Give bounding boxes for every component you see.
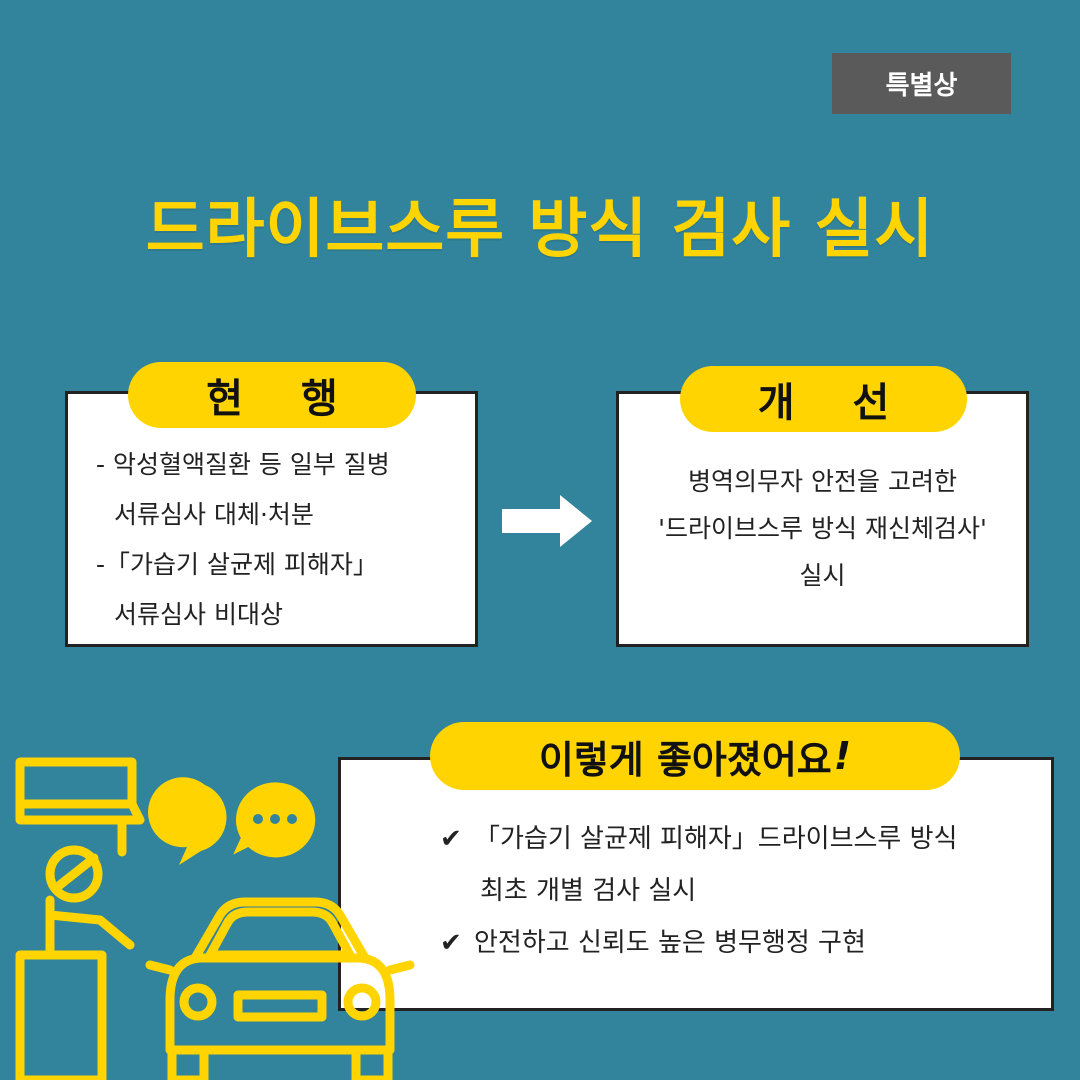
benefit-item-1-line2: 최초 개별 검사 실시 bbox=[480, 876, 697, 906]
current-item-2-line1: -「가습기 살균제 피해자」 bbox=[96, 550, 378, 579]
award-badge: 특별상 bbox=[832, 53, 1011, 114]
improved-line-3: 실시 bbox=[799, 561, 846, 590]
check-icon: ✔ bbox=[440, 928, 462, 958]
drive-thru-booth-icon bbox=[15, 757, 145, 1080]
speech-bubbles-icon bbox=[148, 777, 321, 866]
car-icon bbox=[145, 897, 415, 1080]
current-item-1-line2: 서류심사 대체·처분 bbox=[114, 500, 314, 529]
benefit-item-1-line1: ✔ 「가습기 살균제 피해자」드라이브스루 방식 bbox=[440, 813, 1040, 865]
current-status-label: 현 행 bbox=[128, 362, 416, 428]
improved-line-1: 병역의무자 안전을 고려한 bbox=[688, 467, 957, 496]
benefits-label-text: 이렇게 좋아졌어요 bbox=[538, 737, 832, 782]
current-status-box bbox=[65, 391, 478, 647]
benefits-label: 이렇게 좋아졌어요! bbox=[430, 722, 960, 790]
drive-thru-illustration bbox=[15, 757, 415, 1080]
page-title: 드라이브스루 방식 검사 실시 bbox=[145, 193, 935, 267]
check-icon: ✔ bbox=[440, 824, 462, 854]
improved-label: 개 선 bbox=[680, 366, 967, 432]
benefit-item-2-line1: ✔ 안전하고 신뢰도 높은 병무행정 구현 bbox=[440, 917, 1040, 969]
improved-line-2: '드라이브스루 방식 재신체검사' bbox=[658, 514, 987, 543]
benefit-item-2-text: 안전하고 신뢰도 높은 병무행정 구현 bbox=[474, 928, 866, 958]
improved-content: 병역의무자 안전을 고려한 '드라이브스루 방식 재신체검사' 실시 bbox=[630, 458, 1015, 599]
current-item-2-line2: 서류심사 비대상 bbox=[114, 600, 283, 629]
current-item-1-line1: - 악성혈액질환 등 일부 질병 bbox=[96, 450, 390, 479]
benefits-box bbox=[338, 757, 1054, 1011]
right-arrow-icon bbox=[502, 495, 592, 547]
benefits-content: ✔ 「가습기 살균제 피해자」드라이브스루 방식 최초 개별 검사 실시 ✔ 안전하… bbox=[440, 813, 1040, 969]
improved-box bbox=[616, 391, 1029, 647]
current-status-content: - 악성혈액질환 등 일부 질병 서류심사 대체·처분 -「가습기 살균제 피해… bbox=[96, 440, 466, 640]
benefit-item-1-text: 「가습기 살균제 피해자」드라이브스루 방식 bbox=[474, 824, 958, 854]
benefits-label-exclaim: ! bbox=[833, 734, 852, 778]
